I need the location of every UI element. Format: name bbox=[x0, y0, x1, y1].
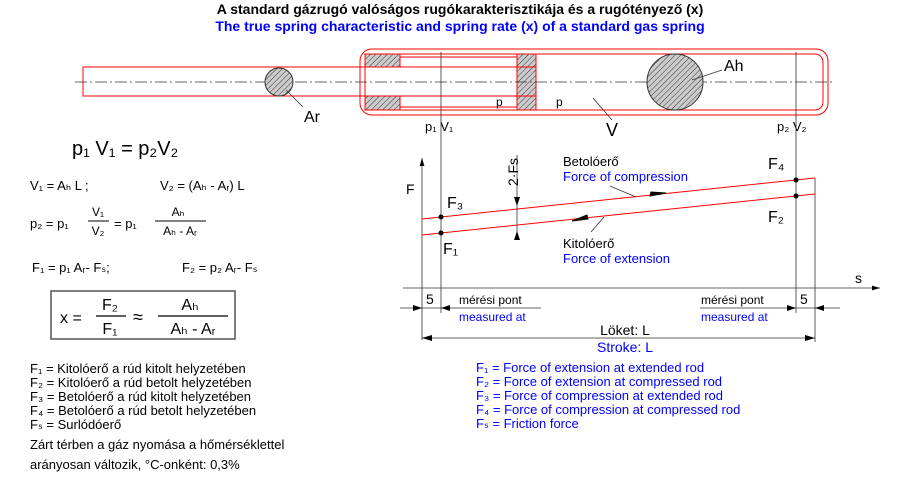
legend-en-item: Fₛ = Friction force bbox=[476, 416, 579, 431]
formula-p2-den1: V₂ bbox=[92, 224, 105, 238]
stroke-label-hu: Löket: L bbox=[600, 322, 650, 338]
point-f3 bbox=[438, 214, 444, 220]
formula-x-num1: F₂ bbox=[102, 297, 118, 314]
formula-x-den1: F₁ bbox=[102, 321, 117, 338]
formula-f1: F₁ = p₁ Aᵣ- Fₛ; bbox=[32, 260, 110, 275]
offset-left: 5 bbox=[426, 291, 434, 307]
formula-x-lhs: x = bbox=[60, 310, 82, 327]
label-pressure-left: p bbox=[496, 95, 503, 109]
label-f1: F₁ bbox=[443, 241, 458, 258]
formula-x-approx: ≈ bbox=[133, 307, 143, 327]
formula-p2-num1: V₁ bbox=[92, 205, 104, 219]
title-en: The true spring characteristic and sprin… bbox=[215, 18, 704, 34]
formula-v1: V₁ = Aₕ L ; bbox=[30, 178, 89, 193]
formula-p2-mid: = p₁ bbox=[114, 216, 137, 231]
measured-left-en: measured at bbox=[459, 310, 526, 324]
label-f3: F₃ bbox=[447, 195, 463, 212]
legend-en-item: F₂ = Force of extension at compressed ro… bbox=[476, 374, 722, 389]
seal-top bbox=[364, 53, 401, 68]
label-f2: F₂ bbox=[768, 209, 784, 226]
label-state1: p₁ V₁ bbox=[425, 119, 454, 134]
formula-f2: F₂ = p₂ Aᵣ- Fₛ bbox=[182, 260, 258, 275]
formula-v2: V₂ = (Aₕ - Aᵣ) L bbox=[160, 178, 245, 193]
label-state2: p₂ V₂ bbox=[777, 119, 807, 134]
legend-hu-item: F₂ = Kitolóerő a rúd betolt helyzetében bbox=[30, 375, 252, 390]
seal-bottom bbox=[364, 95, 401, 111]
label-pressure-right: p bbox=[556, 95, 563, 109]
formula-x-den2: Aₕ - Aᵣ bbox=[171, 321, 216, 338]
legend-hu-item: F₄ = Betolóerő a rúd betolt helyzetében bbox=[30, 403, 256, 418]
s-axis-label: s bbox=[855, 270, 862, 286]
legend-en-item: F₁ = Force of extension at extended rod bbox=[476, 360, 704, 375]
label-friction: 2·Fs bbox=[505, 158, 521, 186]
gas-spring-drawing: Ar Ah p p V p₁ V₁ p₂ V₂ bbox=[75, 48, 835, 140]
stroke-label-en: Stroke: L bbox=[597, 339, 653, 355]
cylinder-cross-section bbox=[646, 53, 704, 111]
rod-cross-section bbox=[264, 67, 294, 97]
formula-p2-num2: Aₕ bbox=[172, 205, 185, 219]
note-hu-line: arányosan változik, °C-onként: 0,3% bbox=[30, 457, 240, 472]
force-stroke-graph: F s F₃ F₁ F₄ F₂ 2·Fs Betolóerő Force of … bbox=[400, 52, 880, 355]
legend-en-item: F₃ = Force of compression at extended ro… bbox=[476, 388, 723, 403]
label-f4: F₄ bbox=[768, 156, 784, 173]
extension-line bbox=[421, 193, 816, 236]
legend-hu: F₁ = Kitolóerő a rúd kitolt helyzetében … bbox=[30, 361, 284, 472]
title-hu: A standard gázrugó valóságos rugókarakte… bbox=[217, 1, 704, 17]
legend-hu-item: Fₛ = Surlódóerő bbox=[30, 417, 121, 432]
point-f1 bbox=[438, 230, 444, 236]
point-f2 bbox=[793, 193, 799, 199]
compression-label-en: Force of compression bbox=[563, 169, 688, 184]
label-cyl-area: Ah bbox=[724, 58, 744, 75]
legend-en: F₁ = Force of extension at extended rod … bbox=[476, 360, 740, 431]
compression-arrow-icon bbox=[649, 191, 667, 197]
point-f4 bbox=[793, 177, 799, 183]
compression-line bbox=[421, 177, 816, 220]
legend-hu-item: F₁ = Kitolóerő a rúd kitolt helyzetében bbox=[30, 361, 246, 376]
formula-p2-den2: Aₕ - Aᵣ bbox=[163, 224, 197, 238]
offset-right: 5 bbox=[800, 291, 808, 307]
formula-boyle: p₁ V₁ = p₂V₂ bbox=[72, 138, 178, 160]
extension-label-hu: Kitolóerő bbox=[563, 236, 614, 251]
friction-dimension-arrows-icon bbox=[514, 197, 520, 240]
measured-right-en: measured at bbox=[701, 310, 768, 324]
compression-label-hu: Betolóerő bbox=[563, 154, 619, 169]
spring-rate-box bbox=[50, 290, 236, 340]
note-hu-line: Zárt térben a gáz nyomása a hőmérséklett… bbox=[30, 437, 284, 452]
extension-label-en: Force of extension bbox=[563, 251, 670, 266]
label-rod-area: Ar bbox=[304, 109, 321, 126]
measured-left-hu: mérési pont bbox=[459, 293, 522, 307]
label-volume: V bbox=[606, 120, 618, 140]
f-axis-label: F bbox=[406, 181, 415, 197]
formula-x-num2: Aₕ bbox=[181, 297, 198, 314]
legend-en-item: F₄ = Force of compression at compressed … bbox=[476, 402, 740, 417]
formula-p2-lhs: p₂ = p₁ bbox=[30, 216, 69, 231]
formulas: p₁ V₁ = p₂V₂ V₁ = Aₕ L ; V₂ = (Aₕ - Aᵣ) … bbox=[30, 138, 258, 340]
cylinder-inner bbox=[364, 53, 824, 111]
legend-hu-item: F₃ = Betolóerő a rúd kitolt helyzetében bbox=[30, 389, 251, 404]
piston-rod bbox=[82, 66, 518, 97]
extension-arrow-icon bbox=[571, 214, 589, 222]
measured-right-hu: mérési pont bbox=[701, 293, 764, 307]
